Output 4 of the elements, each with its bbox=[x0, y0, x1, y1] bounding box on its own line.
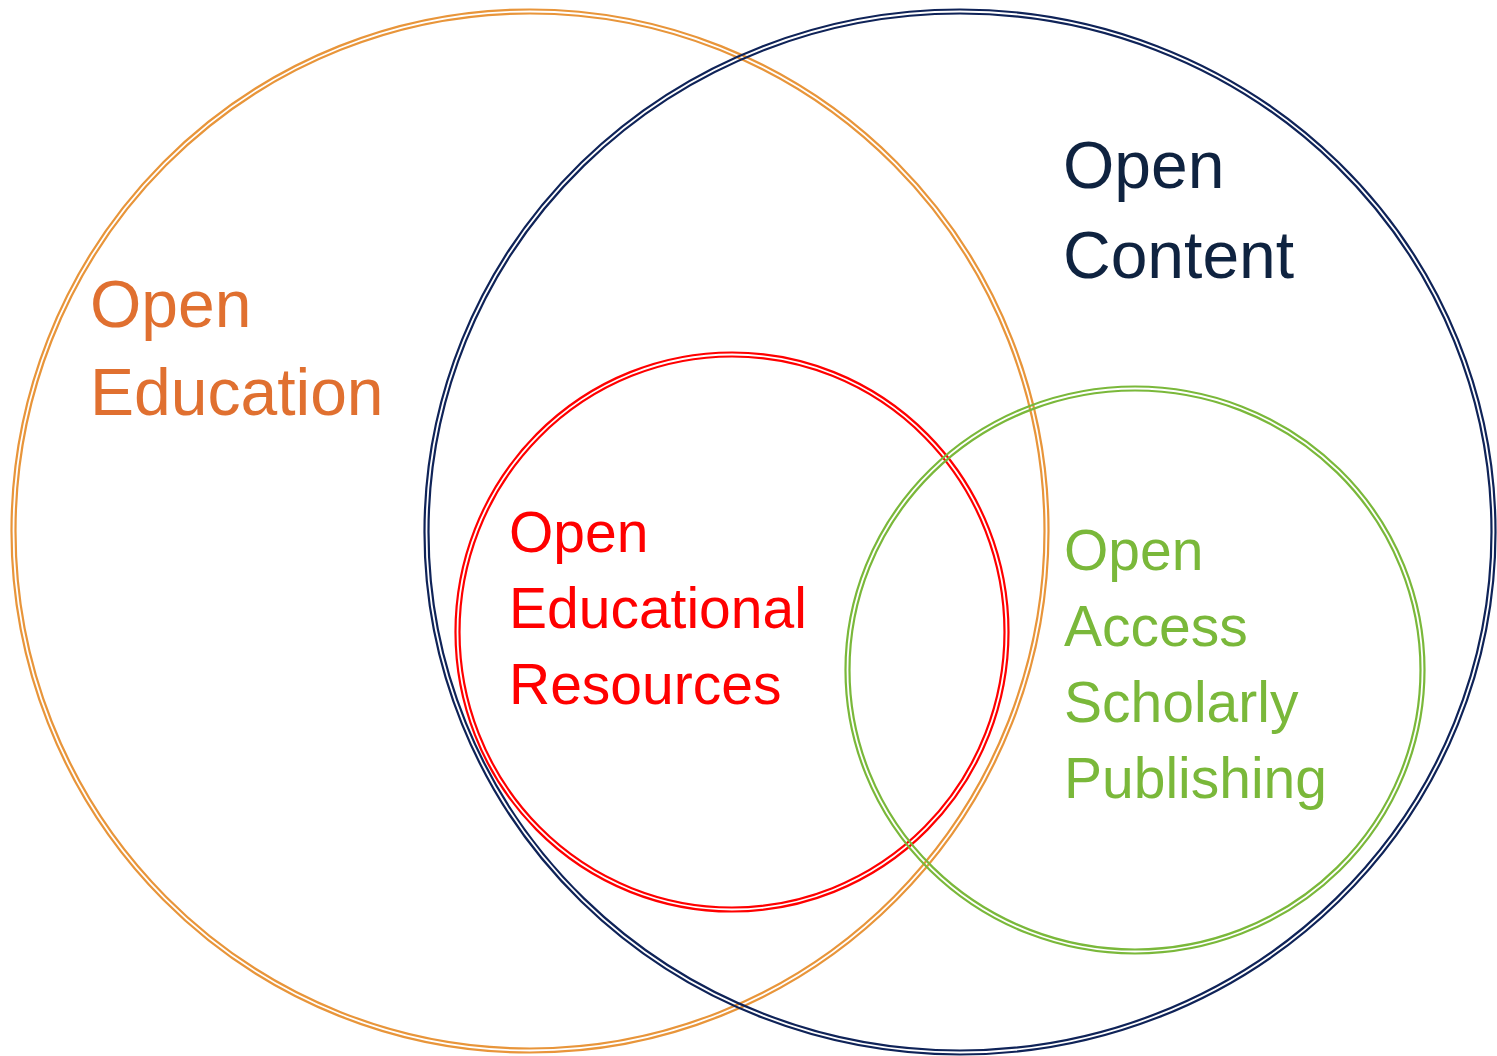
circle-label: Open Access Scholarly Publishing bbox=[1064, 517, 1327, 812]
circle-label: Open Educational Resources bbox=[509, 499, 807, 718]
circle-label: Open Content bbox=[1063, 127, 1295, 294]
circle-label: Open Education bbox=[90, 266, 384, 431]
